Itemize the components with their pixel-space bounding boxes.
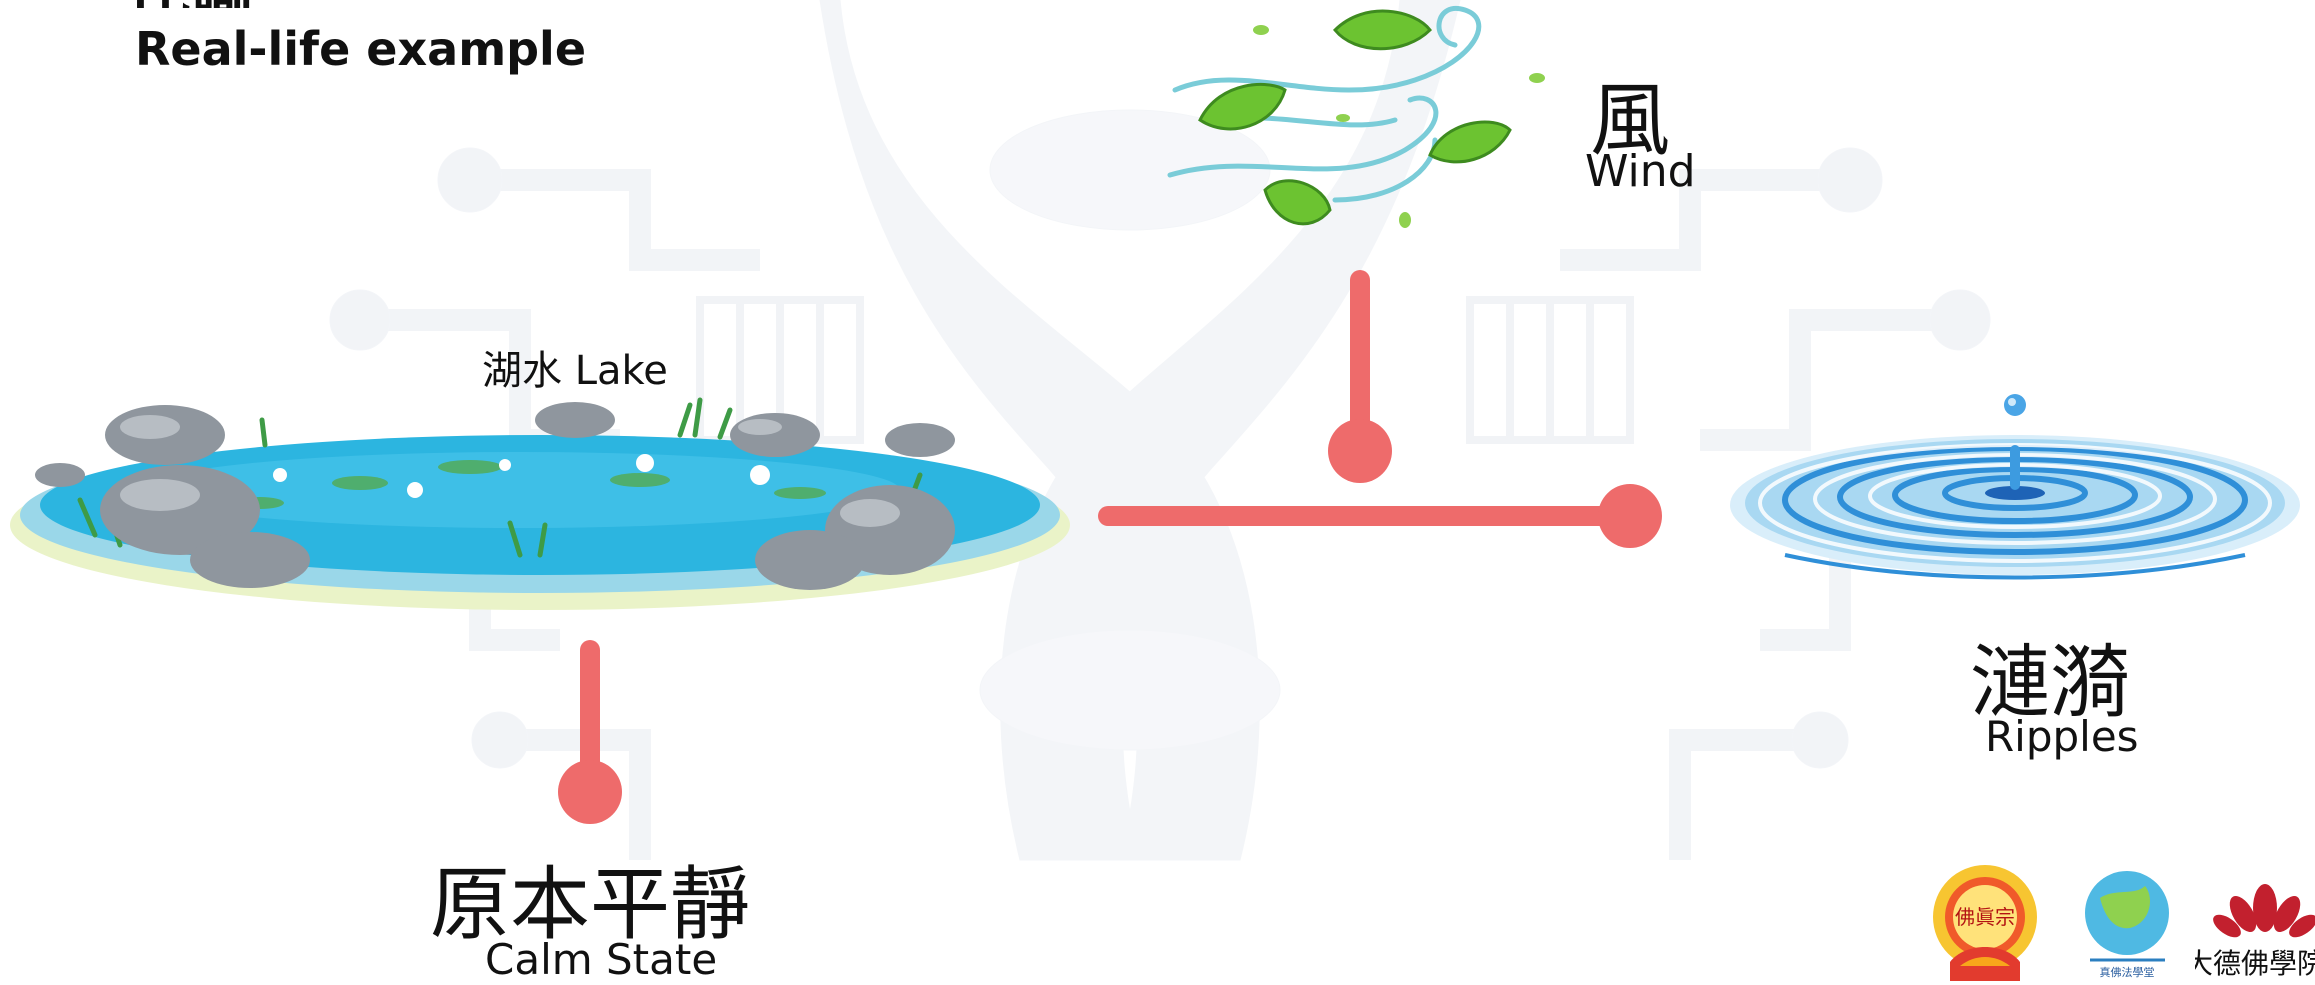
wind-node-dot — [1328, 419, 1392, 483]
logo-dharma-classroom: 真佛法學堂 — [2075, 868, 2180, 981]
logo-2-icon: 真佛法學堂 — [2085, 871, 2169, 979]
page-subtitle: Real-life example — [135, 22, 587, 76]
lake-illustration — [10, 397, 1070, 610]
lake-label: 湖水 Lake — [482, 348, 668, 394]
wind-label-zh: 風 — [1590, 74, 1670, 167]
calm-label-en: Calm State — [485, 935, 718, 984]
logo-3-text: 大德佛學院 — [2195, 947, 2315, 980]
ripples-label-zh: 漣漪 — [1970, 636, 2130, 729]
logo-true-buddha-school: 佛眞宗 — [1930, 862, 2040, 981]
ripples-node-dot — [1598, 484, 1662, 548]
logo-3-icon: 大德佛學院 — [2195, 884, 2315, 980]
logo-1-icon: 佛眞宗 — [1933, 865, 2037, 981]
calm-label-zh: 原本平靜 — [430, 858, 750, 951]
ripples-illustration — [1730, 394, 2300, 580]
ripples-label-en: Ripples — [1985, 712, 2139, 761]
page-title-partial: 比喻 — [130, 0, 254, 8]
wind-label-en: Wind — [1585, 146, 1696, 197]
logo-1-text: 佛眞宗 — [1955, 905, 2015, 929]
calm-node-dot — [558, 760, 622, 824]
logo-dharma-college: 大德佛學院 — [2195, 878, 2315, 981]
wind-illustration — [1167, 5, 1545, 228]
logo-2-text: 真佛法學堂 — [2100, 965, 2155, 979]
